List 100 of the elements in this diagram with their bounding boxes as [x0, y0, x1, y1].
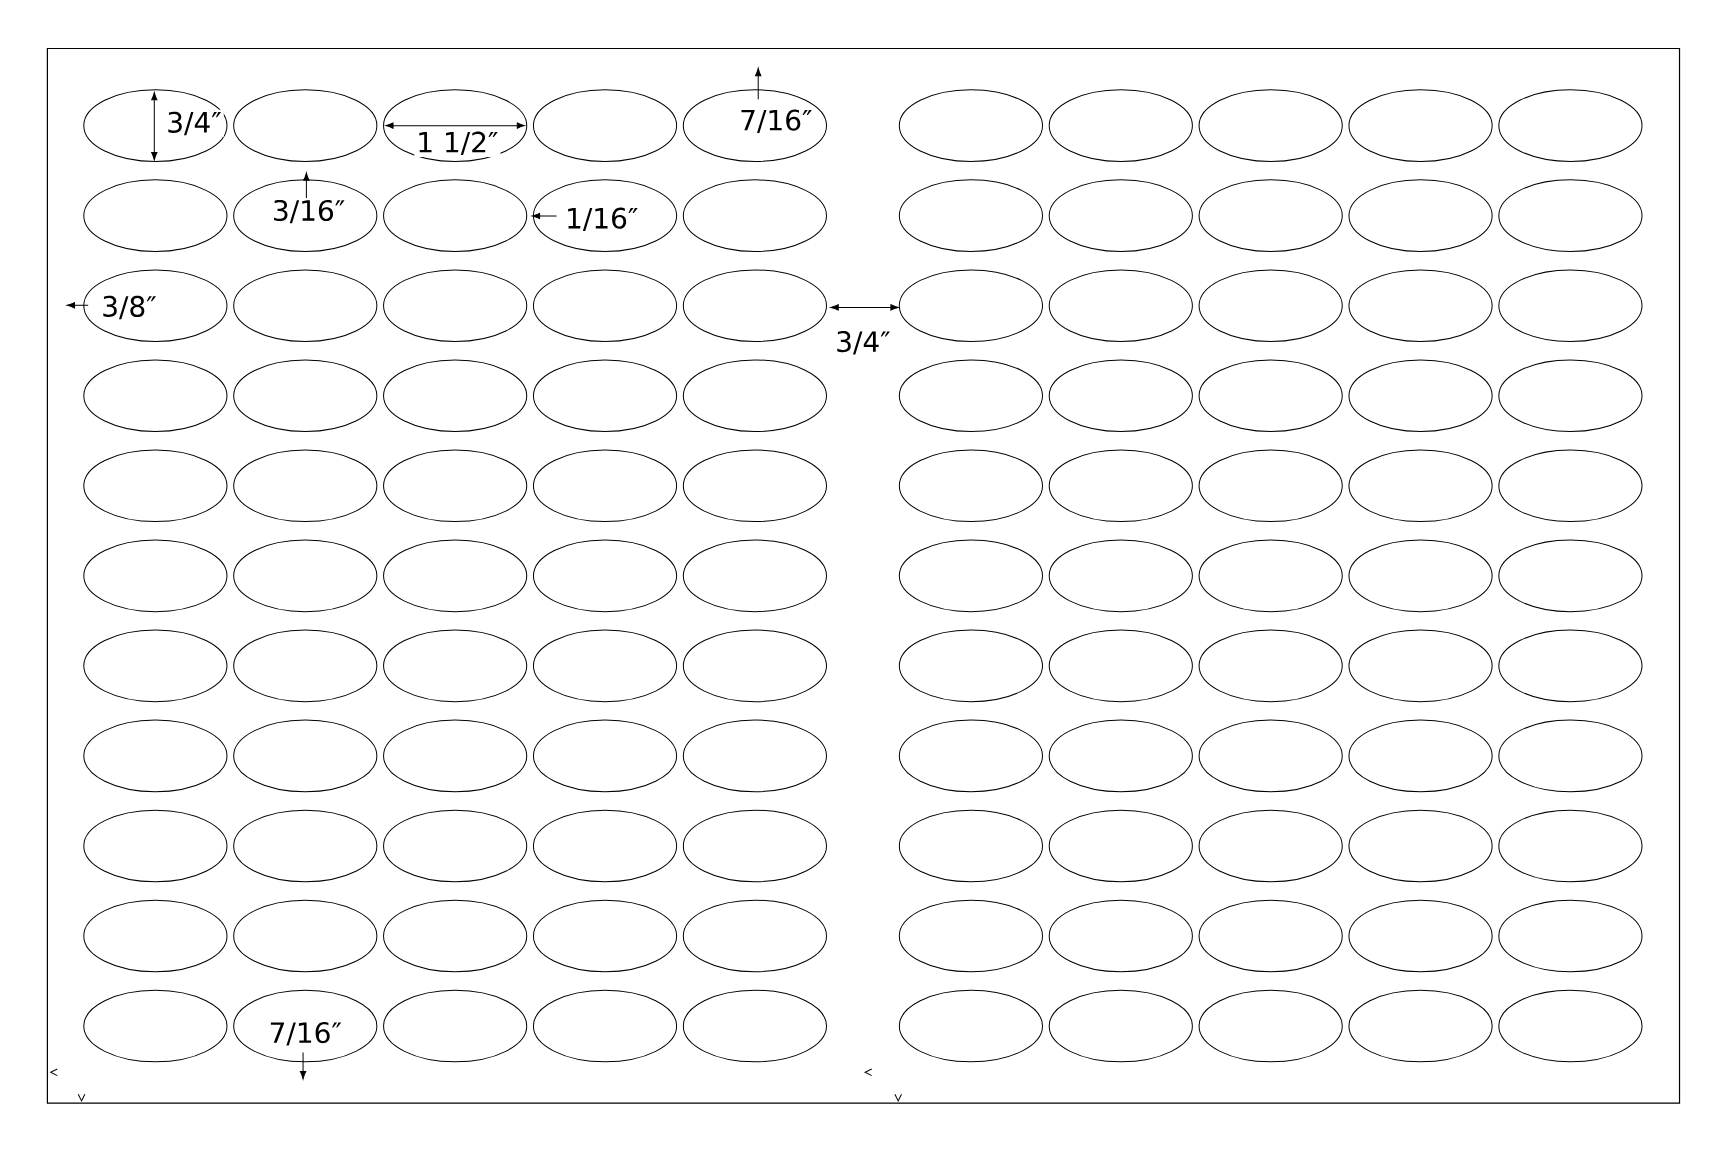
label-ellipse: [682, 449, 827, 523]
dimension-label: 7/16″: [737, 107, 815, 135]
label-ellipse: [898, 719, 1043, 793]
label-ellipse: [682, 269, 827, 342]
label-ellipse: [83, 269, 228, 342]
label-ellipse: [1198, 449, 1343, 523]
label-ellipse: [1348, 809, 1493, 883]
label-ellipse: [1048, 359, 1193, 433]
label-ellipse: [532, 899, 678, 973]
label-ellipse: [233, 89, 378, 162]
label-ellipse: [1198, 539, 1343, 613]
label-ellipse: [1198, 719, 1343, 793]
label-ellipse: [682, 359, 827, 433]
label-ellipse: [898, 269, 1043, 342]
label-ellipse: [1498, 989, 1643, 1063]
label-ellipse: [1048, 719, 1193, 793]
label-ellipse: [83, 899, 228, 973]
label-ellipse: [1498, 809, 1643, 883]
label-ellipse: [1348, 359, 1493, 433]
label-ellipse: [1498, 629, 1643, 703]
label-ellipse: [532, 539, 678, 613]
label-ellipse: [1498, 89, 1643, 162]
label-ellipse: [532, 179, 678, 252]
label-ellipse: [532, 629, 678, 703]
label-ellipse: [898, 899, 1043, 973]
dimension-label: 3/16″: [269, 197, 348, 226]
label-ellipse: [383, 629, 528, 703]
label-ellipse: [1198, 269, 1343, 342]
label-ellipse: [83, 539, 228, 613]
label-ellipse: [233, 809, 378, 883]
label-ellipse: [898, 629, 1043, 703]
label-ellipse: [682, 899, 827, 973]
label-ellipse: [1048, 449, 1193, 523]
label-ellipse: [532, 269, 678, 342]
label-ellipse: [383, 359, 528, 433]
label-ellipse: [532, 359, 678, 433]
label-ellipse: [83, 809, 228, 883]
label-ellipse: [1498, 179, 1643, 252]
label-ellipse: [1348, 629, 1493, 703]
label-ellipse: [1198, 899, 1343, 973]
label-ellipse: [233, 269, 378, 342]
label-ellipse: [1198, 179, 1343, 252]
label-ellipse: [383, 269, 528, 342]
label-ellipse: [1348, 989, 1493, 1063]
label-ellipse: [532, 989, 678, 1063]
label-ellipse: [383, 179, 528, 252]
label-ellipse: [1348, 269, 1493, 342]
label-ellipse: [898, 539, 1043, 613]
label-ellipse: [1048, 89, 1193, 162]
label-ellipse: [1348, 899, 1493, 973]
label-ellipse: [682, 89, 827, 162]
label-ellipse: [898, 179, 1043, 252]
label-ellipse: [1348, 449, 1493, 523]
label-ellipse: [532, 89, 678, 162]
label-ellipse: [83, 719, 228, 793]
label-ellipse: [233, 359, 378, 433]
label-ellipse: [1348, 179, 1493, 252]
label-ellipse: [1198, 629, 1343, 703]
label-ellipse: [1198, 89, 1343, 162]
label-ellipse: [898, 89, 1043, 162]
label-ellipse: [383, 449, 528, 523]
label-ellipse: [383, 89, 528, 162]
dimension-label: 3/4″: [833, 329, 893, 357]
label-ellipse: [383, 899, 528, 973]
label-ellipse: [1348, 539, 1493, 613]
dimension-label: 3/8″: [99, 293, 159, 322]
label-ellipse: [682, 539, 827, 613]
label-ellipse: [83, 449, 228, 523]
label-ellipse: [532, 449, 678, 523]
label-ellipse: [898, 449, 1043, 523]
label-ellipse: [83, 629, 228, 703]
label-ellipse: [233, 449, 378, 523]
label-ellipse: [682, 629, 827, 703]
label-ellipse: [1498, 449, 1643, 523]
dimension-label: 7/16″: [266, 1020, 344, 1048]
label-ellipse: [83, 359, 228, 433]
label-ellipse: [233, 179, 378, 252]
label-ellipse: [1198, 809, 1343, 883]
label-ellipse: [532, 809, 678, 883]
label-ellipse: [83, 179, 228, 252]
label-ellipse: [1498, 899, 1643, 973]
label-ellipse: [383, 539, 528, 613]
label-ellipse: [682, 989, 827, 1063]
label-ellipse: [1048, 539, 1193, 613]
label-ellipse: [1198, 359, 1343, 433]
label-ellipse: [233, 629, 378, 703]
label-ellipse: [1048, 899, 1193, 973]
dimension-label: 1/16″: [563, 205, 641, 233]
label-ellipse: [1048, 989, 1193, 1063]
label-ellipse: [83, 989, 228, 1063]
label-ellipse: [233, 899, 378, 973]
label-ellipse: [682, 719, 827, 793]
label-ellipse: [383, 719, 528, 793]
label-ellipse: [233, 989, 378, 1063]
label-ellipse: [1498, 539, 1643, 613]
label-ellipse: [1048, 269, 1193, 342]
label-ellipse: [1498, 359, 1643, 433]
label-ellipse: [898, 809, 1043, 883]
label-ellipse: [1048, 809, 1193, 883]
dimension-label: 1 1/2″: [414, 129, 501, 157]
